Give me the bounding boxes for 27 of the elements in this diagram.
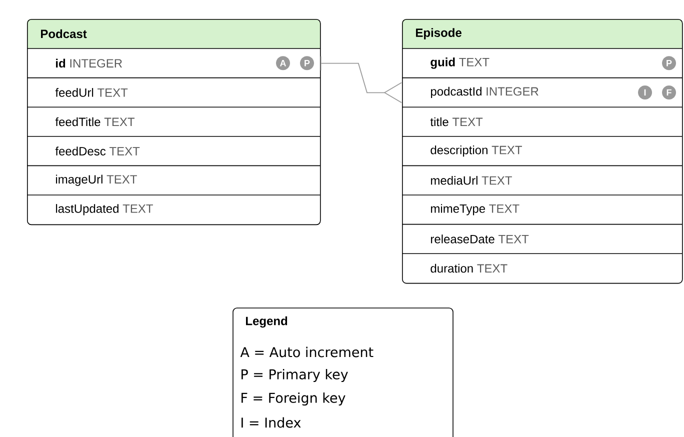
table-row: feedTitle TEXT — [26, 106, 320, 126]
key-badge: P — [662, 56, 676, 70]
node-label: INTEGER — [70, 59, 122, 68]
node-label: id — [56, 58, 66, 68]
table-row: mimeType TEXT — [402, 194, 682, 216]
relationship-line — [320, 56, 402, 104]
legend-entry: I = Index — [242, 417, 301, 428]
key-badge: F — [662, 85, 676, 100]
table-row: mediaUrl TEXT — [402, 165, 682, 185]
node-label: podcastId — [430, 86, 482, 98]
legend-entry: F = Foreign key — [242, 392, 346, 406]
key-badge: A — [276, 56, 290, 70]
table-row: duration TEXT — [402, 253, 682, 273]
node-label: TEXT — [459, 58, 490, 66]
node-label: guid — [430, 58, 455, 69]
table-row: title TEXT — [402, 106, 682, 126]
legend-entry: A = Auto increment — [240, 346, 374, 358]
table-row: feedUrl TEXT — [26, 77, 320, 97]
table-row: feedDesc TEXT — [26, 136, 320, 156]
table-row: releaseDate TEXT — [402, 224, 682, 244]
table-row: description TEXT — [402, 136, 682, 157]
key-badge: I — [638, 85, 652, 100]
node-label: INTEGER — [486, 87, 538, 96]
key-badge: P — [300, 56, 314, 70]
legend-entry: P = Primary key — [242, 368, 348, 382]
table-row: imageUrl TEXT — [26, 165, 320, 186]
table-row: lastUpdated TEXT — [26, 194, 320, 216]
